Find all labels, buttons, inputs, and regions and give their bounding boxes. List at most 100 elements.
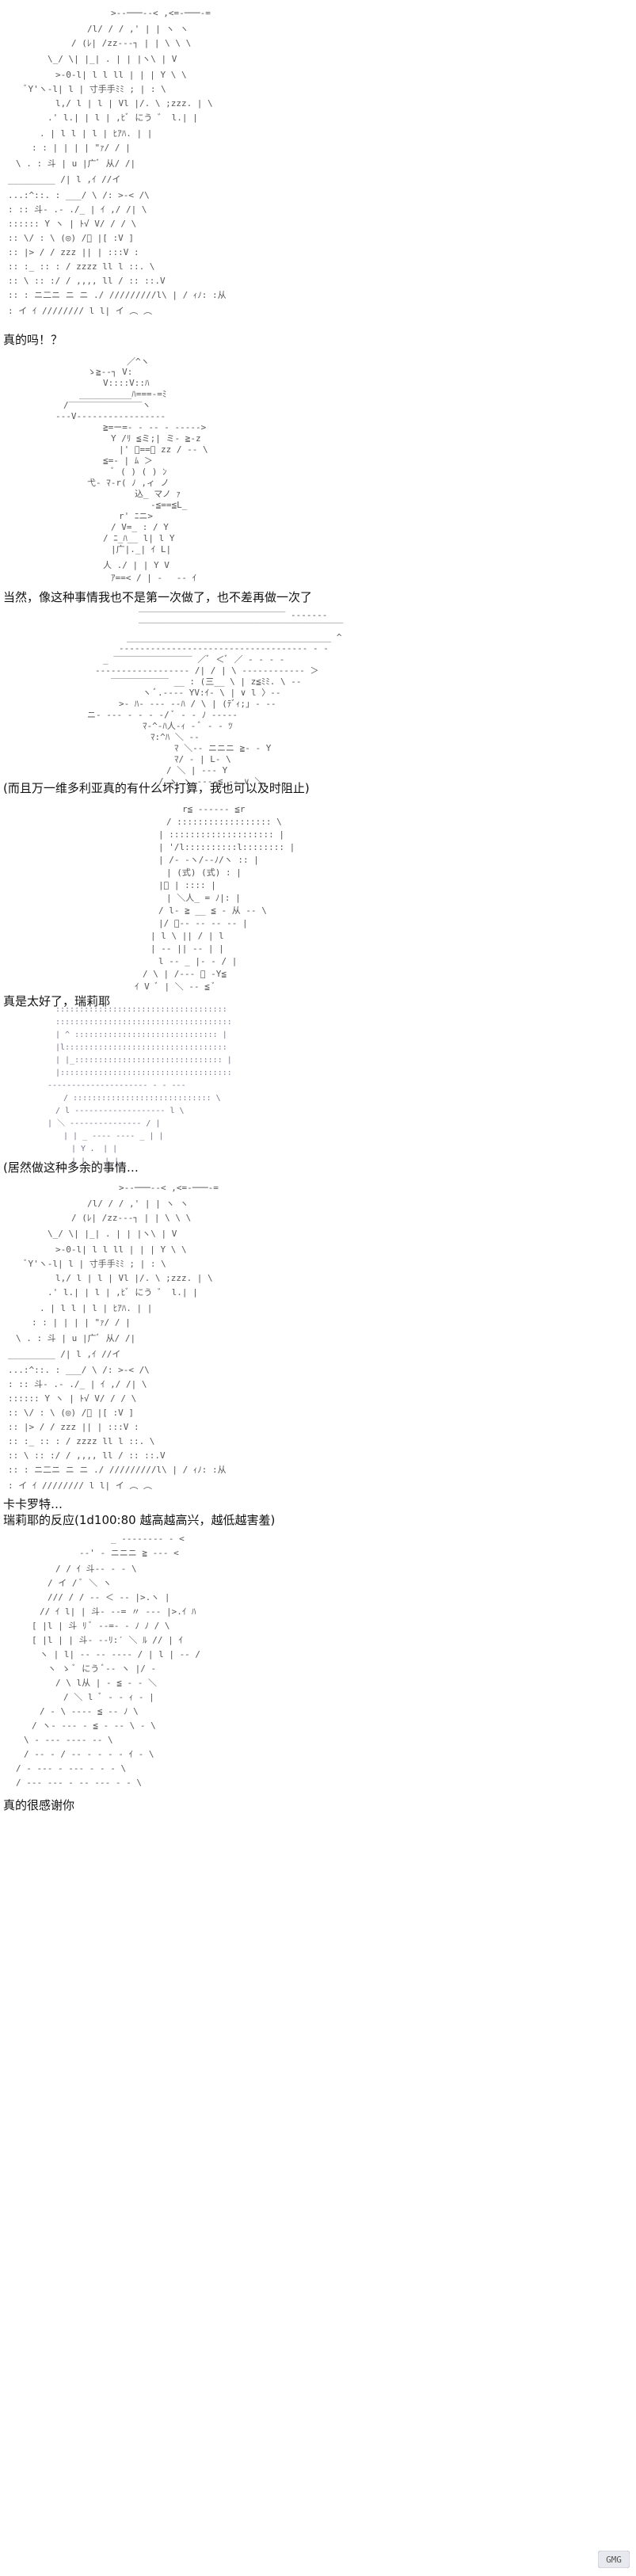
- svg-text:Y /ﾘ ≦ミ;| ミ‐ ≧‐z: Y /ﾘ ≦ミ;| ミ‐ ≧‐z: [111, 433, 201, 444]
- ascii-art-character-4: r≦ ‐‐‐‐‐‐ ≦r / :::::::::::::::::: \ | ::…: [135, 804, 295, 992]
- svg-text::::::: Y ヽ | ﾄ√ V/ / / \: :::::: Y ヽ | ﾄ√ V/ / / \: [8, 219, 136, 229]
- svg-text:/ ヽ ヽ ‐‐‐‐≦ ‐‐ ∨ ＼: / ヽ ヽ ‐‐‐‐≦ ‐‐ ∨ ＼: [158, 776, 263, 787]
- svg-text:-‐' ‐ ニニニ ≧ ‐‐‐ <: -‐' ‐ ニニニ ≧ ‐‐‐ <: [79, 1548, 179, 1558]
- svg-text:/ ＼ l ﾞ ‐ ‐ ｨ ‐ |: / ＼ l ﾞ ‐ ‐ ｨ ‐ |: [63, 1692, 154, 1702]
- svg-text:.' l.| | l | ,ﾋﾞ にう ゛ l.: .' l.| | l | ,ﾋﾞ にう ゛ l.| |: [48, 112, 198, 123]
- svg-text:| |_::::::::::::::::::::::::::: | |_::::::::::::::::::::::::::::::: |: [55, 1056, 232, 1065]
- svg-text:: イ ｲ //////// l l| イ ︵ ︵: : イ ｲ //////// l l| イ ︵ ︵: [8, 306, 152, 316]
- panel-3: ‾‾‾‾‾‾‾‾‾‾‾‾‾‾‾‾‾‾‾‾‾‾‾‾‾‾‾‾ ‐‐‐‐‐‐‐ ‾‾‾…: [0, 602, 636, 903]
- svg-text:/ :::::::::::::::::: \: / :::::::::::::::::: \: [166, 817, 282, 827]
- svg-text:::::::::::::::::::::::::::::::: :::::::::::::::::::::::::::::::::::::: [55, 1018, 232, 1027]
- svg-text:l,/ l | l | Vl |/. \ ;zzz.: l,/ l | l | Vl |/. \ ;zzz. | \: [55, 1273, 213, 1283]
- svg-text:ﾏ:^ﾊ ＼ ‐‐: ﾏ:^ﾊ ＼ ‐‐: [150, 732, 200, 742]
- svg-text:‾‾‾‾‾‾‾‾‾‾‾ __ : (三__ \ | z: ‾‾‾‾‾‾‾‾‾‾‾ __ : (三__ \ | z≦ﾐﾐ. \ ‐‐: [111, 676, 302, 687]
- svg-text:|l::::::::::::::::::::::::::::: |l::::::::::::::::::::::::::::::::::: [55, 1043, 227, 1052]
- svg-text:|/ ﾞ‐‐ ‐‐ ‐‐ ‐‐ |: |/ ﾞ‐‐ ‐‐ ‐‐ ‐‐ |: [158, 918, 248, 928]
- svg-text:| (式) (式) : |: | (式) (式) : |: [166, 867, 242, 878]
- ascii-art-character-2: ／^ヽ ゝ≧‐‐┐ V: V::::V::ﾊ __________ﾊ===‐=ﾐ…: [55, 356, 208, 554]
- svg-text:ｱ==< / | ‐ ‐‐ ｲ: ｱ==< / | ‐ ‐‐ ｲ: [111, 573, 196, 583]
- svg-text:. | l l | l | ﾋｱﾊ. |: . | l l | l | ﾋｱﾊ. | |: [40, 1303, 152, 1313]
- svg-text::: \ :: :/ / ,,,, ll / :: :: \ :: :/ / ,,,, ll / :: ::.V: [8, 276, 166, 286]
- svg-text:: : | | | | "ｧ/ / |: : : | | | | "ｧ/ / |: [32, 1317, 131, 1328]
- panel-4: r≦ ‐‐‐‐‐‐ ≦r / :::::::::::::::::: \ | ::…: [0, 796, 636, 1176]
- panel-2b: 人 ./ | | Y V ｱ==< / | ‐ ‐‐ ｲ 当然，像这种事情我也不…: [0, 558, 636, 606]
- svg-text:/ ‐ \ ‐‐‐‐ ≦ ‐‐ ﾉ \: / ‐ \ ‐‐‐‐ ≦ ‐‐ ﾉ \: [40, 1706, 139, 1717]
- svg-text:ﾞY'ヽ-l| l | 寸手手ﾐﾐ ; | :: ﾞY'ヽ-l| l | 寸手手ﾐﾐ ; | : \: [24, 83, 166, 94]
- svg-text:込_ マノ ｧ: 込_ マノ ｧ: [135, 489, 181, 499]
- svg-text::: \ :: :/ / ,,,, ll / :: :: \ :: :/ / ,,,, ll / :: ::.V: [8, 1450, 166, 1461]
- svg-text:| /‐ ‐ヽ/‐‐ﾉ/ヽ :: |: | /‐ ‐ヽ/‐‐ﾉ/ヽ :: |: [158, 855, 259, 865]
- svg-text:/ ‐ ‐‐‐ ‐ ‐‐‐ ‐ ‐ ‐ \: / ‐ ‐‐‐ ‐ ‐‐‐ ‐ ‐ ‐ \: [16, 1763, 126, 1774]
- svg-text:: : | | | | "ｧ/ / |: : : | | | | "ｧ/ / |: [32, 143, 131, 153]
- ascii-art-character-2-body: 人 ./ | | Y V ｱ==< / | ‐ ‐‐ ｲ: [103, 560, 196, 583]
- svg-text:≧=ー=‐ ‐ ‐‐ ‐ ‐‐‐‐‐>: ≧=ー=‐ ‐ ‐‐ ‐ ‐‐‐‐‐>: [103, 422, 207, 433]
- svg-text:弋‐ ﾏ‐r( ﾉ ,ィ ノ: 弋‐ ﾏ‐r( ﾉ ,ィ ノ: [87, 478, 169, 488]
- svg-text:/ :::::::::::::::::::::::::::: / ::::::::::::::::::::::::::::: \: [63, 1094, 221, 1103]
- svg-text:|ﾞ | :::: |: |ﾞ | :::: |: [158, 880, 216, 890]
- svg-text:‐≦==≦L_: ‐≦==≦L_: [150, 500, 188, 510]
- gmg-logo-icon: GMG: [597, 2550, 630, 2569]
- svg-text:/l/ / / ,' | | ヽ ヽ: /l/ / / ,' | | ヽ ヽ: [87, 24, 189, 34]
- svg-text:/ ‐‐ ‐ / ‐‐ ‐ ‐ ‐ ‐ ｲ ‐: / ‐‐ ‐ / ‐‐ ‐ ‐ ‐ ‐ ｲ ‐ \: [24, 1749, 154, 1759]
- svg-text:.' l.| | l | ,ﾋﾞ にう ゛ l.: .' l.| | l | ,ﾋﾞ にう ゛ l.| |: [48, 1287, 198, 1298]
- svg-text::: :_ :: : / zzzz ll l ::: :: :_ :: : / zzzz ll l ::. \: [8, 261, 154, 272]
- ascii-art-character-1-repeat: >-‐───‐-< ,<=‐───‐= /l/ / / ,' | | ヽ ヽ /…: [8, 1183, 227, 1491]
- svg-text:ｲ V ﾞ | ＼ ‐‐ ≦ ﾞ: ｲ V ﾞ | ＼ ‐‐ ≦ ﾞ: [135, 981, 216, 992]
- panel-6: >-‐───‐-< ,<=‐───‐= /l/ / / ,' | | ヽ ヽ /…: [0, 1176, 636, 1527]
- svg-text:[ |l | | 斗‐ ‐‐ﾘ:′ ＼ ﾙ // |: [ |l | | 斗‐ ‐‐ﾘ:′ ＼ ﾙ // | ｲ: [32, 1635, 183, 1645]
- svg-text:ヽ ゝ ﾞ にう ﾞ‐‐ ヽ |/ ‐: ヽ ゝ ﾞ にう ﾞ‐‐ ヽ |/ ‐: [48, 1663, 156, 1674]
- svg-text:_________ /| l ,ｲ //イ: _________ /| l ,ｲ //イ: [8, 1349, 120, 1359]
- svg-text:/ ヽ‐ ‐‐‐ ‐ ≦ ‐ ‐‐ \ ‐: / ヽ‐ ‐‐‐ ‐ ≦ ‐ ‐‐ \ ‐ \: [32, 1721, 156, 1731]
- panel-7: _ ‐‐‐‐‐‐‐‐ ‐ < -‐' ‐ ニニニ ≧ ‐‐‐ < / / ｲ 斗…: [0, 1529, 636, 1846]
- svg-text:: イ ｲ //////// l l| イ ︵ ︵: : イ ｲ //////// l l| イ ︵ ︵: [8, 1480, 152, 1491]
- svg-text:| | ‐‐ | |: | | ‐‐ | |: [71, 1157, 119, 1166]
- svg-text:/ (ﾚ| /zz‐‐‐┐ | | \ \ \: / (ﾚ| /zz‐‐‐┐ | | \ \ \: [71, 1213, 191, 1223]
- svg-text:\ . : 斗 | u |广ﾞ 从/ /: \ . : 斗 | u |广ﾞ 从/ /|: [16, 158, 135, 169]
- ascii-art-character-6: _ ‐‐‐‐‐‐‐‐ ‐ < -‐' ‐ ニニニ ≧ ‐‐‐ < / / ｲ 斗…: [16, 1534, 200, 1788]
- svg-text:\_/ \| |_| . | | |ヽ\ |: \_/ \| |_| . | | |ヽ\ | V: [48, 1229, 177, 1239]
- svg-text:: :: 斗‐ .‐ ./_ | ｲ ,/ /| \: : :: 斗‐ .‐ ./_ | ｲ ,/ /| \: [8, 1379, 147, 1389]
- svg-text:/ \ | /‐‐‐ ﾞ ‐Y≦: / \ | /‐‐‐ ﾞ ‐Y≦: [143, 969, 227, 979]
- svg-text:...:^::. : ___/ \ /: >-< /\: ...:^::. : ___/ \ /: >-< /\: [8, 190, 150, 200]
- svg-text:::::::::::::::::::::::::::::::: ::::::::::::::::::::::::::::::::::::: [55, 1005, 227, 1014]
- svg-text:...:^::. : ___/ \ /: >-< /\: ...:^::. : ___/ \ /: >-< /\: [8, 1365, 150, 1375]
- svg-text:/ V=_ : / Y: / V=_ : / Y: [111, 522, 169, 532]
- svg-text:/ / ｲ 斗‐‐ ‐ ‐ \: / / ｲ 斗‐‐ ‐ ‐ \: [55, 1564, 137, 1574]
- caption-5: (居然做这种多余的事情…: [3, 1160, 139, 1175]
- svg-text:/ イ / ﾞ ＼ ヽ: / イ / ﾞ ＼ ヽ: [48, 1578, 112, 1588]
- svg-text:/ \ l从 | ‐ ≦ ‐ ‐ ＼: / \ l从 | ‐ ≦ ‐ ‐ ＼: [55, 1678, 157, 1688]
- svg-text:. | l l | l | ﾋｱﾊ. |: . | l l | l | ﾋｱﾊ. | |: [40, 128, 152, 139]
- svg-text:| ＼ ‐‐‐‐‐‐‐‐‐‐‐‐‐‐‐ / |: | ＼ ‐‐‐‐‐‐‐‐‐‐‐‐‐‐‐ / |: [48, 1118, 160, 1128]
- svg-text:|' ﾞ==ー zz / ‐‐ \: |' ﾞ==ー zz / ‐‐ \: [119, 444, 208, 455]
- svg-text:|:::::::::::::::::::::::::::::: |::::::::::::::::::::::::::::::::::::: [55, 1069, 232, 1077]
- svg-text:// ｲ l| | 斗‐ ‐‐= 〃 ‐‐‐ |>.ｲ: // ｲ l| | 斗‐ ‐‐= 〃 ‐‐‐ |>.ｲ ﾊ: [40, 1606, 196, 1617]
- caption-2: 当然，像这种事情我也不是第一次做了，也不差再做一次了: [3, 590, 313, 604]
- svg-text:‐‐‐‐‐‐‐‐‐‐‐‐‐‐‐‐‐‐‐‐‐ ‐ ‐ ‐‐‐: ‐‐‐‐‐‐‐‐‐‐‐‐‐‐‐‐‐‐‐‐‐ ‐ ‐ ‐‐‐: [48, 1081, 186, 1090]
- svg-text:ﾏ ＼‐‐ ニニニ ≧‐ ‐ Y: ﾏ ＼‐‐ ニニニ ≧‐ ‐ Y: [174, 743, 272, 753]
- svg-text:r' ﾆニ>: r' ﾆニ>: [119, 511, 153, 521]
- svg-text:_________ /| l ,ｲ //イ: _________ /| l ,ｲ //イ: [8, 174, 120, 185]
- ascii-art-character-1: >-‐───‐-< ,<=‐───‐= /l/ / / ,' | | ヽ ヽ /…: [8, 8, 227, 316]
- panel-5: (居然做这种多余的事情…: [0, 1160, 636, 1192]
- svg-text:/‾‾‾‾‾‾‾‾‾‾‾‾‾‾ヽ: /‾‾‾‾‾‾‾‾‾‾‾‾‾‾ヽ: [63, 400, 150, 410]
- svg-text::: |> / / zzz || | :::V: :: |> / / zzz || | :::V :: [8, 247, 139, 257]
- svg-text:≦=‐ | ﾑ ＞: ≦=‐ | ﾑ ＞: [103, 455, 153, 466]
- svg-text:/ ﾆ_ﾊ__ l| l Y: / ﾆ_ﾊ__ l| l Y: [103, 533, 175, 543]
- svg-text:_ ‐‐‐‐‐‐‐‐ ‐ <: _ ‐‐‐‐‐‐‐‐ ‐ <: [111, 1534, 185, 1544]
- svg-text:l ‐‐ _ |‐ ‐ / |: l ‐‐ _ |‐ ‐ / |: [158, 956, 237, 966]
- svg-text:/ (ﾚ| /zz‐‐‐┐ | | \ \ \: / (ﾚ| /zz‐‐‐┐ | | \ \ \: [71, 38, 191, 48]
- svg-text::: \/ : \ (◎) /ﾟ |[ :V ]: :: \/ : \ (◎) /ﾟ |[ :V ]: [8, 1408, 134, 1418]
- svg-text:ﾏ‐^‐ﾊ人‐ｨ ‐ ﾞ ‐ ‐ ﾂ: ﾏ‐^‐ﾊ人‐ｨ ‐ ﾞ ‐ ‐ ﾂ: [143, 721, 233, 731]
- panel-2: ／^ヽ ゝ≧‐‐┐ V: V::::V::ﾊ __________ﾊ===‐=ﾐ…: [0, 352, 636, 558]
- svg-text:/ ‐‐‐ ‐‐‐ ‐ ‐‐ ‐‐‐ ‐ ‐: / ‐‐‐ ‐‐‐ ‐ ‐‐ ‐‐‐ ‐ ‐ \: [16, 1778, 142, 1788]
- caption-6: 卡卡罗特…: [3, 1497, 63, 1511]
- svg-text:/// / / ‐‐ ＜ ‐‐ |>.ヽ: /// / / ‐‐ ＜ ‐‐ |>.ヽ |: [48, 1592, 169, 1602]
- svg-text:| Y ． | |: | Y ． | |: [71, 1145, 117, 1153]
- svg-text::: :_ :: : / zzzz ll l ::: :: :_ :: : / zzzz ll l ::. \: [8, 1436, 154, 1446]
- caption-7: 瑞莉耶的反应(1d100:80 越高越高兴，越低越害羞): [3, 1513, 276, 1527]
- svg-text:ヽ ﾞ.‐‐‐‐ YV:ｲ‐ \ | ∨ l 〉‐: ヽ ﾞ.‐‐‐‐ YV:ｲ‐ \ | ∨ l 〉‐‐: [143, 688, 281, 698]
- svg-text:ヽ | l| ‐‐ ‐‐ ‐‐‐‐ / | l | ‐: ヽ | l| ‐‐ ‐‐ ‐‐‐‐ / | l | ‐‐ /: [40, 1649, 200, 1660]
- svg-text:ﾞY'ヽ-l| l | 寸手手ﾐﾐ ; | :: ﾞY'ヽ-l| l | 寸手手ﾐﾐ ; | : \: [24, 1258, 166, 1269]
- ascii-art-character-5: :::::::::::::::::::::::::::::::::::: :::…: [48, 1005, 232, 1166]
- svg-text:| ＼人_ = ﾉ|: |: | ＼人_ = ﾉ|: |: [166, 893, 241, 903]
